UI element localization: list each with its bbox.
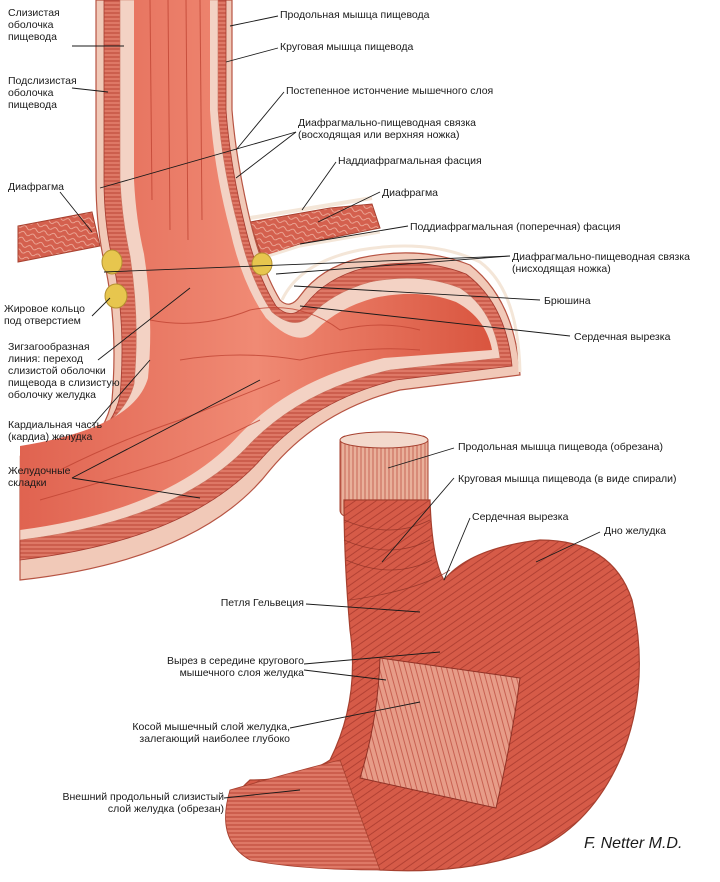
esophagus-lumen: [20, 0, 492, 530]
label-zigzag-line-line: оболочку желудка: [8, 389, 96, 401]
label-zigzag-line-line: слизистой оболочки: [8, 365, 106, 377]
label-cardiac-notch: Сердечная вырезка: [472, 511, 569, 523]
label-circular-cutout-line: мышечного слоя желудка: [180, 667, 305, 679]
label-circular-muscle: Круговая мышца пищевода: [280, 41, 413, 53]
label-diaphragm-right: Диафрагма: [382, 187, 438, 199]
label-outer-longitudinal-line: Внешний продольный слизистый: [63, 791, 225, 803]
label-peritoneum: Брюшина: [544, 295, 591, 307]
label-longitudinal-muscle-line: Продольная мышца пищевода: [280, 9, 430, 21]
label-gastric-folds-line: Желудочные: [8, 465, 71, 477]
label-cardiac-notch-top-line: Сердечная вырезка: [574, 331, 671, 343]
label-fundus-line: Дно желудка: [604, 525, 666, 537]
label-mucosa-line: пищевода: [8, 31, 57, 43]
fat-ring-left: [101, 249, 123, 275]
label-longitudinal-cut: Продольная мышца пищевода (обрезана): [458, 441, 663, 453]
label-peritoneum-line: Брюшина: [544, 295, 591, 307]
svg-text:F. Netter M.D.: F. Netter M.D.: [584, 835, 682, 852]
artist-signature: F. Netter M.D.: [584, 835, 682, 852]
label-phrenoesophageal-lower-line: (нисходящая ножка): [512, 263, 611, 275]
label-phrenoesophageal-lower: Диафрагмально-пищеводная связка(нисходящ…: [512, 251, 690, 275]
label-subdiaphragmatic-fascia: Поддиафрагмальная (поперечная) фасция: [410, 221, 621, 233]
label-phrenoesophageal-upper-line: (восходящая или верхняя ножка): [298, 129, 460, 141]
label-oblique-layer-line: залегающий наиболее глубоко: [139, 733, 290, 745]
label-muscle-thinning-line: Постепенное истончение мышечного слоя: [286, 85, 493, 97]
label-submucosa-line: Подслизистая: [8, 75, 77, 87]
label-diaphragm-left-line: Диафрагма: [8, 181, 64, 193]
label-longitudinal-muscle: Продольная мышца пищевода: [280, 9, 430, 21]
stomach-muscle-layers: F. Netter M.D.: [225, 431, 682, 872]
label-cardia: Кардиальная часть(кардиа) желудка: [8, 419, 103, 443]
label-subdiaphragmatic-fascia-line: Поддиафрагмальная (поперечная) фасция: [410, 221, 621, 233]
label-muscle-thinning: Постепенное истончение мышечного слоя: [286, 85, 493, 97]
label-cardia-line: Кардиальная часть: [8, 419, 103, 431]
leader-lines: [59, 15, 601, 799]
label-outer-longitudinal-line: слой желудка (обрезан): [108, 803, 224, 815]
label-mucosa-line: оболочка: [8, 19, 54, 31]
label-fat-ring-line: под отверстием: [4, 315, 81, 327]
label-phrenoesophageal-upper-line: Диафрагмально-пищеводная связка: [298, 117, 476, 129]
label-diaphragm-right-line: Диафрагма: [382, 187, 438, 199]
fat-ring-right: [251, 252, 273, 276]
label-circular-spiral: Круговая мышца пищевода (в виде спирали): [458, 473, 677, 485]
label-zigzag-line-line: Зигзагообразная: [8, 341, 90, 353]
oblique-layer-window: [359, 657, 521, 809]
label-phrenoesophageal-upper: Диафрагмально-пищеводная связка(восходящ…: [298, 117, 476, 141]
label-zigzag-line-line: пищевода в слизистую: [8, 377, 120, 389]
label-cardiac-notch-line: Сердечная вырезка: [472, 511, 569, 523]
label-longitudinal-cut-line: Продольная мышца пищевода (обрезана): [458, 441, 663, 453]
label-circular-cutout-line: Вырез в середине кругового: [167, 655, 304, 667]
label-phrenoesophageal-lower-line: Диафрагмально-пищеводная связка: [512, 251, 690, 263]
label-submucosa-line: пищевода: [8, 99, 57, 111]
label-fundus: Дно желудка: [604, 525, 666, 537]
label-zigzag-line-line: линия: переход: [8, 353, 83, 365]
diaphragm-left-shape: [17, 211, 101, 263]
label-oblique-layer: Косой мышечный слой желудка,залегающий н…: [132, 721, 290, 745]
label-circular-muscle-line: Круговая мышца пищевода: [280, 41, 413, 53]
label-oblique-layer-line: Косой мышечный слой желудка,: [132, 721, 290, 733]
label-circular-spiral-line: Круговая мышца пищевода (в виде спирали): [458, 473, 677, 485]
label-helvetius-loop: Петля Гельвеция: [221, 597, 304, 609]
label-supradiaphragmatic-fascia: Наддиафрагмальная фасция: [338, 155, 482, 167]
label-cardiac-notch-top: Сердечная вырезка: [574, 331, 671, 343]
label-diaphragm-left: Диафрагма: [8, 181, 64, 193]
esophagus-section: [17, 0, 522, 581]
label-mucosa-line: Слизистая: [8, 7, 60, 19]
label-fat-ring-line: Жировое кольцо: [4, 303, 85, 315]
label-helvetius-loop-line: Петля Гельвеция: [221, 597, 304, 609]
label-cardia-line: (кардиа) желудка: [8, 431, 92, 443]
outer-longitudinal-band: [225, 759, 381, 871]
label-submucosa-line: оболочка: [8, 87, 54, 99]
label-supradiaphragmatic-fascia-line: Наддиафрагмальная фасция: [338, 155, 482, 167]
label-gastric-folds-line: складки: [8, 477, 47, 489]
